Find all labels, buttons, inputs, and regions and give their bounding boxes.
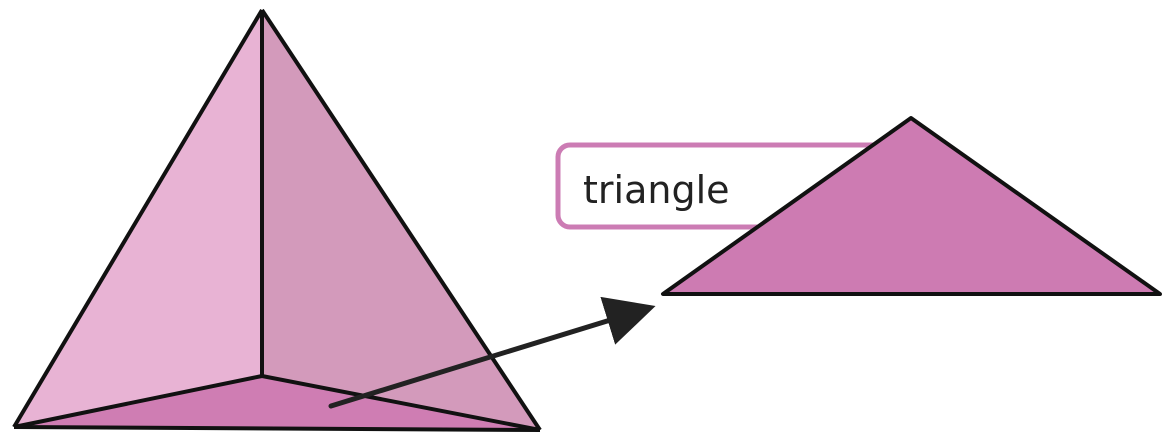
- flat-triangle: [661, 116, 1162, 296]
- triangular-pyramid: [12, 8, 542, 432]
- pyramid-base-face: [14, 376, 540, 430]
- pyramid-edges: [12, 8, 542, 432]
- arrow: [328, 296, 656, 409]
- label-text: triangle: [583, 168, 730, 212]
